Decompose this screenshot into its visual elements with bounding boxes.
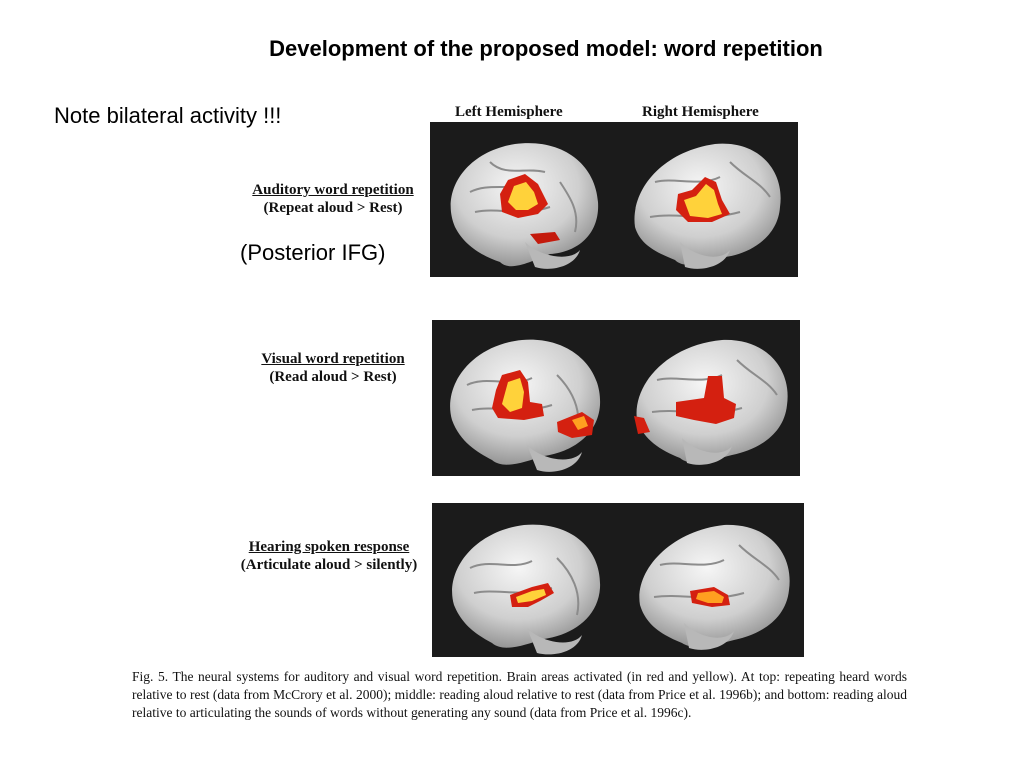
brain-render-auditory <box>450 143 781 269</box>
slide-title: Development of the proposed model: word … <box>269 36 823 61</box>
left-brain <box>452 524 601 655</box>
right-brain <box>634 143 781 269</box>
condition-label-auditory: Auditory word repetition (Repeat aloud >… <box>240 181 426 217</box>
right-brain <box>634 339 788 465</box>
posterior-ifg-annotation: (Posterior IFG) <box>240 240 386 265</box>
brain-panel-auditory <box>430 122 798 277</box>
condition-label-visual: Visual word repetition (Read aloud > Res… <box>240 350 426 386</box>
note-text: Note bilateral activity !!! <box>54 103 282 128</box>
condition-contrast: (Articulate aloud > silently) <box>240 557 418 573</box>
right-hemisphere-label: Right Hemisphere <box>642 104 759 120</box>
brain-panel-hearing <box>432 503 804 657</box>
condition-name: Auditory word repetition <box>252 182 414 198</box>
brain-render-hearing <box>452 524 790 655</box>
figure-caption: Fig. 5. The neural systems for auditory … <box>132 669 907 720</box>
left-brain <box>450 143 599 269</box>
right-brain <box>639 524 790 650</box>
condition-contrast: (Repeat aloud > Rest) <box>263 200 403 216</box>
condition-name: Hearing spoken response <box>248 539 410 555</box>
brain-render-visual <box>450 339 788 472</box>
left-brain <box>450 339 601 472</box>
condition-name: Visual word repetition <box>261 351 405 367</box>
condition-contrast: (Read aloud > Rest) <box>269 369 397 385</box>
brain-panel-visual <box>432 320 800 476</box>
condition-label-hearing: Hearing spoken response (Articulate alou… <box>224 538 434 574</box>
left-hemisphere-label: Left Hemisphere <box>455 104 563 120</box>
